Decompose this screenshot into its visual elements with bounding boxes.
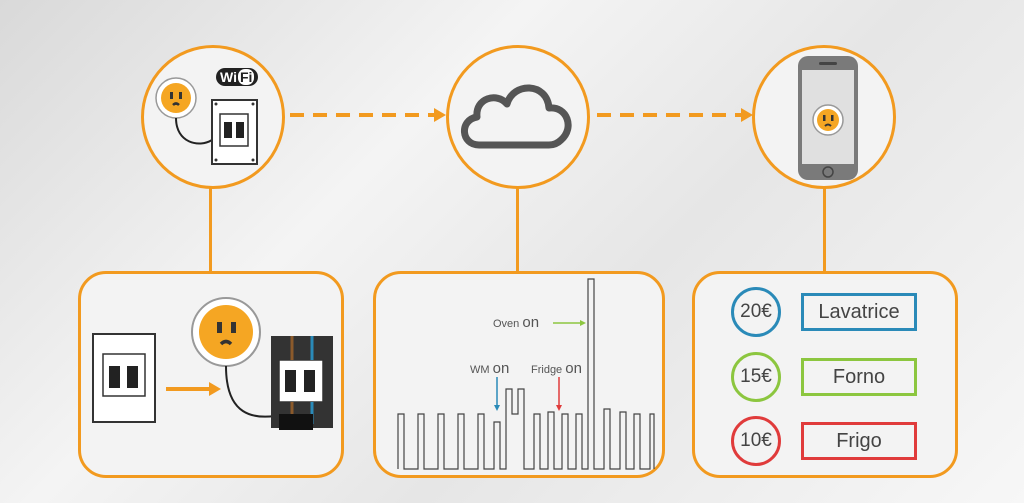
connector-middle [516,185,519,273]
smart-plug-breaker-icon [155,77,258,165]
cost-panel: 20€ Lavatrice 15€ Forno 10€ Frigo [692,271,958,478]
oven-on-annotation: Oven on [493,314,539,331]
appliance-label-frigo: Frigo [801,422,917,460]
connector-left [209,182,212,272]
price-badge-forno: 15€ [731,352,781,402]
price-badge-frigo: 10€ [731,416,781,466]
wm-label: WM [470,364,490,376]
wifi-fi: Fi [237,69,255,85]
smartphone-icon [798,56,858,180]
fridge-label: Fridge [531,364,563,376]
breaker-install-illustration [92,297,333,430]
fridge-state: on [565,360,582,377]
consumption-panel: Oven on WM on Fridge on [373,271,665,478]
fridge-on-annotation: Fridge on [531,360,582,377]
oven-label: Oven [493,318,520,330]
oven-state: on [522,314,540,331]
connector-right [823,185,826,272]
wm-on-annotation: WM on [470,360,509,377]
price-badge-lavatrice: 20€ [731,287,781,337]
cloud-icon [461,84,572,149]
appliance-label-lavatrice: Lavatrice [801,293,917,331]
cloud-circle [446,45,590,189]
power-consumption-plot [397,278,655,470]
appliance-label-forno: Forno [801,358,917,396]
wm-state: on [492,360,510,377]
wifi-wi: Wi [220,69,237,85]
installation-panel [78,271,344,478]
phone-circle [752,45,896,189]
